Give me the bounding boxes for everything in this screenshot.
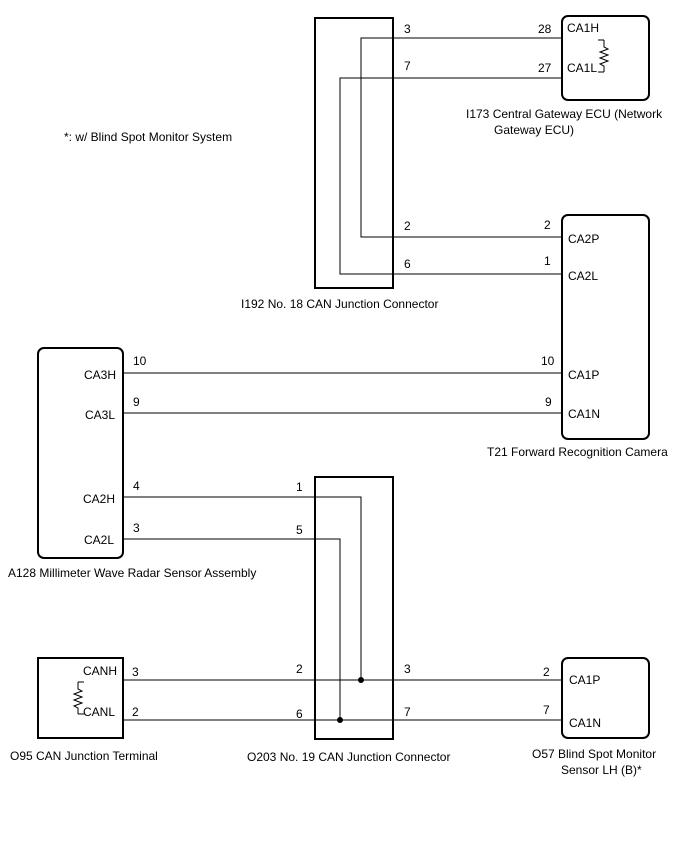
o203-pin-5: 5 [296,523,303,537]
i173-label-line2: Gateway ECU) [494,123,574,137]
t21-terminal-ca1p: CA1P [568,368,599,382]
t21-pin-9: 9 [545,395,552,409]
o203-pin-7: 7 [404,705,411,719]
o95-pin-2: 2 [132,705,139,719]
i192-pin-2: 2 [404,219,411,233]
t21-terminal-ca2p: CA2P [568,232,599,246]
o203-pin-3: 3 [404,662,411,676]
a128-radar-box [37,347,124,559]
i192-pin-3: 3 [404,22,411,36]
t21-pin-10: 10 [541,354,555,368]
o57-pin-2: 2 [543,665,550,679]
o57-pin-7: 7 [543,703,550,717]
wire-a128-ca2l-to-o203-5 [123,538,341,720]
o57-terminal-ca1n: CA1N [569,716,601,730]
o203-pin-1: 1 [296,480,303,494]
i173-terminal-ca1h: CA1H [567,21,599,35]
i173-pin-27: 27 [538,61,552,75]
o57-sensor-box [561,657,650,739]
o95-label: O95 CAN Junction Terminal [10,749,158,763]
t21-camera-box [561,214,650,440]
i192-pin-6: 6 [404,257,411,271]
a128-pin-10: 10 [133,354,147,368]
i192-connector-box [314,17,394,289]
i173-terminal-ca1l: CA1L [567,61,597,75]
o95-pin-3: 3 [132,665,139,679]
i173-label-line1: I173 Central Gateway ECU (Network [466,107,663,121]
i173-pin-28: 28 [538,22,552,36]
o57-terminal-ca1p: CA1P [569,673,600,687]
t21-pin-1: 1 [544,254,551,268]
a128-pin-9: 9 [133,395,140,409]
a128-pin-4: 4 [133,479,140,493]
t21-terminal-ca2l: CA2L [568,269,598,283]
a128-terminal-ca2l: CA2L [84,533,114,547]
o57-label-line2: Sensor LH (B)* [561,763,642,777]
t21-terminal-ca1n: CA1N [568,407,600,421]
i192-pin-7: 7 [404,59,411,73]
footnote: *: w/ Blind Spot Monitor System [64,130,232,144]
a128-terminal-ca3h: CA3H [84,368,116,382]
i192-internal-wire-7-6 [339,77,393,275]
wire-a128-ca2h-to-o203-1 [123,496,362,680]
o95-terminal-canl: CANL [83,705,115,719]
a128-terminal-ca3l: CA3L [85,408,115,422]
t21-label: T21 Forward Recognition Camera [487,445,668,459]
o57-label-line1: O57 Blind Spot Monitor [532,747,656,761]
a128-pin-3: 3 [133,521,140,535]
o203-pin-2: 2 [296,662,303,676]
o203-label: O203 No. 19 CAN Junction Connector [247,750,450,764]
a128-label: A128 Millimeter Wave Radar Sensor Assemb… [8,566,256,580]
a128-terminal-ca2h: CA2H [83,492,115,506]
o203-pin-6: 6 [296,707,303,721]
i173-resistor-icon [598,40,610,72]
o95-terminal-canh: CANH [83,664,117,678]
t21-pin-2: 2 [544,218,551,232]
i192-label: I192 No. 18 CAN Junction Connector [241,297,438,311]
i192-internal-wire-3-2 [360,37,393,238]
o95-terminal-box [37,657,124,739]
i173-ecu-box [561,15,650,101]
o95-resistor-icon [72,682,84,714]
o203-connector-box [314,476,394,740]
